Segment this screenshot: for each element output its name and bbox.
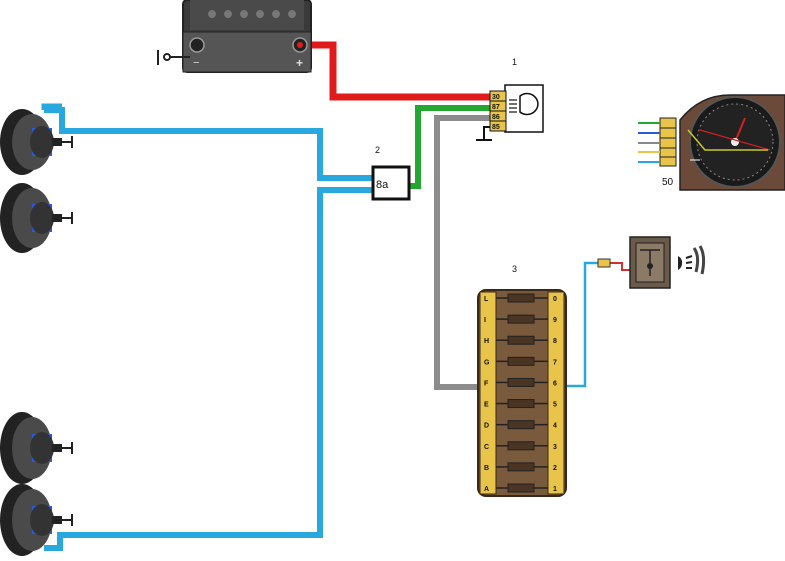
fuse-number-label: 6 xyxy=(553,380,557,387)
fuse xyxy=(507,335,535,345)
headlamp-lower-2 xyxy=(0,484,73,556)
relay-to-fusebox-wire xyxy=(434,115,490,390)
relay-number-label: 1 xyxy=(512,57,517,67)
upper-headlamp-wire xyxy=(44,107,374,181)
fuse-letter-label: B xyxy=(484,465,489,472)
relay-pin-87: 87 xyxy=(492,104,500,111)
fuse xyxy=(507,356,535,366)
fuse xyxy=(507,293,535,303)
ground-icon xyxy=(157,50,190,65)
fuse-number-label: 9 xyxy=(553,317,557,324)
fuse-number-label: 5 xyxy=(553,402,557,409)
gauge-terminal-label: 50 xyxy=(662,177,674,188)
fuse-letter-label: H xyxy=(484,338,489,345)
fuse-number-label: 0 xyxy=(553,296,557,303)
connector-number-label: 2 xyxy=(375,145,380,155)
relay-icon: 30 87 86 85 xyxy=(476,84,544,141)
battery-icon: − + xyxy=(157,0,312,73)
fuse-letter-label: A xyxy=(484,486,489,493)
fusebox-to-switch-wire xyxy=(565,261,603,388)
relay-pin-30: 30 xyxy=(492,94,500,101)
fusebox-number-label: 3 xyxy=(512,264,517,274)
gauge-icon xyxy=(679,94,785,191)
gauge-connector xyxy=(638,117,677,167)
fuse-number-label: 7 xyxy=(553,359,557,366)
fuse-letter-label: F xyxy=(484,380,489,387)
fuse-number-label: 3 xyxy=(553,444,557,451)
fuse-number-label: 2 xyxy=(553,465,557,472)
battery-minus-label: − xyxy=(193,57,199,69)
fuse xyxy=(507,441,535,451)
switch-icon xyxy=(629,236,671,289)
lower-headlamp-wire xyxy=(44,187,374,551)
fuse-letter-label: L xyxy=(484,296,489,303)
switch-lead-wire xyxy=(610,262,630,271)
wires xyxy=(41,41,630,551)
battery-plus-label: + xyxy=(296,56,303,70)
fuse xyxy=(507,462,535,472)
fuse xyxy=(507,377,535,387)
headlamp-lower-1 xyxy=(0,412,73,484)
fuse-letter-label: E xyxy=(484,402,489,409)
fuse-number-label: 4 xyxy=(553,423,557,430)
relay-to-connector-wire xyxy=(408,105,490,189)
upper-headlamp-wire-b xyxy=(41,103,62,110)
relay-pins: 30 87 86 85 xyxy=(489,90,507,132)
relay-pin-85: 85 xyxy=(492,124,500,131)
connector-block: 8a xyxy=(371,165,411,201)
fuse-letter-label: D xyxy=(484,423,489,430)
battery-positive-wire xyxy=(300,41,490,101)
headlight-symbol-icon xyxy=(678,245,706,275)
headlamp-upper-2 xyxy=(0,183,73,253)
fuse-letter-label: G xyxy=(484,359,490,366)
fuse xyxy=(507,420,535,430)
fuse-number-label: 8 xyxy=(553,338,557,345)
headlamp-upper-1 xyxy=(0,109,73,175)
relay-ground-icon xyxy=(476,126,492,141)
switch-inline-connector xyxy=(597,258,611,268)
relay-pin-86: 86 xyxy=(492,114,500,121)
fuse xyxy=(507,483,535,493)
fuse-letter-label: I xyxy=(484,317,486,324)
connector-terminal-label: 8a xyxy=(376,179,389,191)
fuse xyxy=(507,399,535,409)
fuse xyxy=(507,314,535,324)
fuse-number-label: 1 xyxy=(553,486,557,493)
fuse-letter-label: C xyxy=(484,444,489,451)
